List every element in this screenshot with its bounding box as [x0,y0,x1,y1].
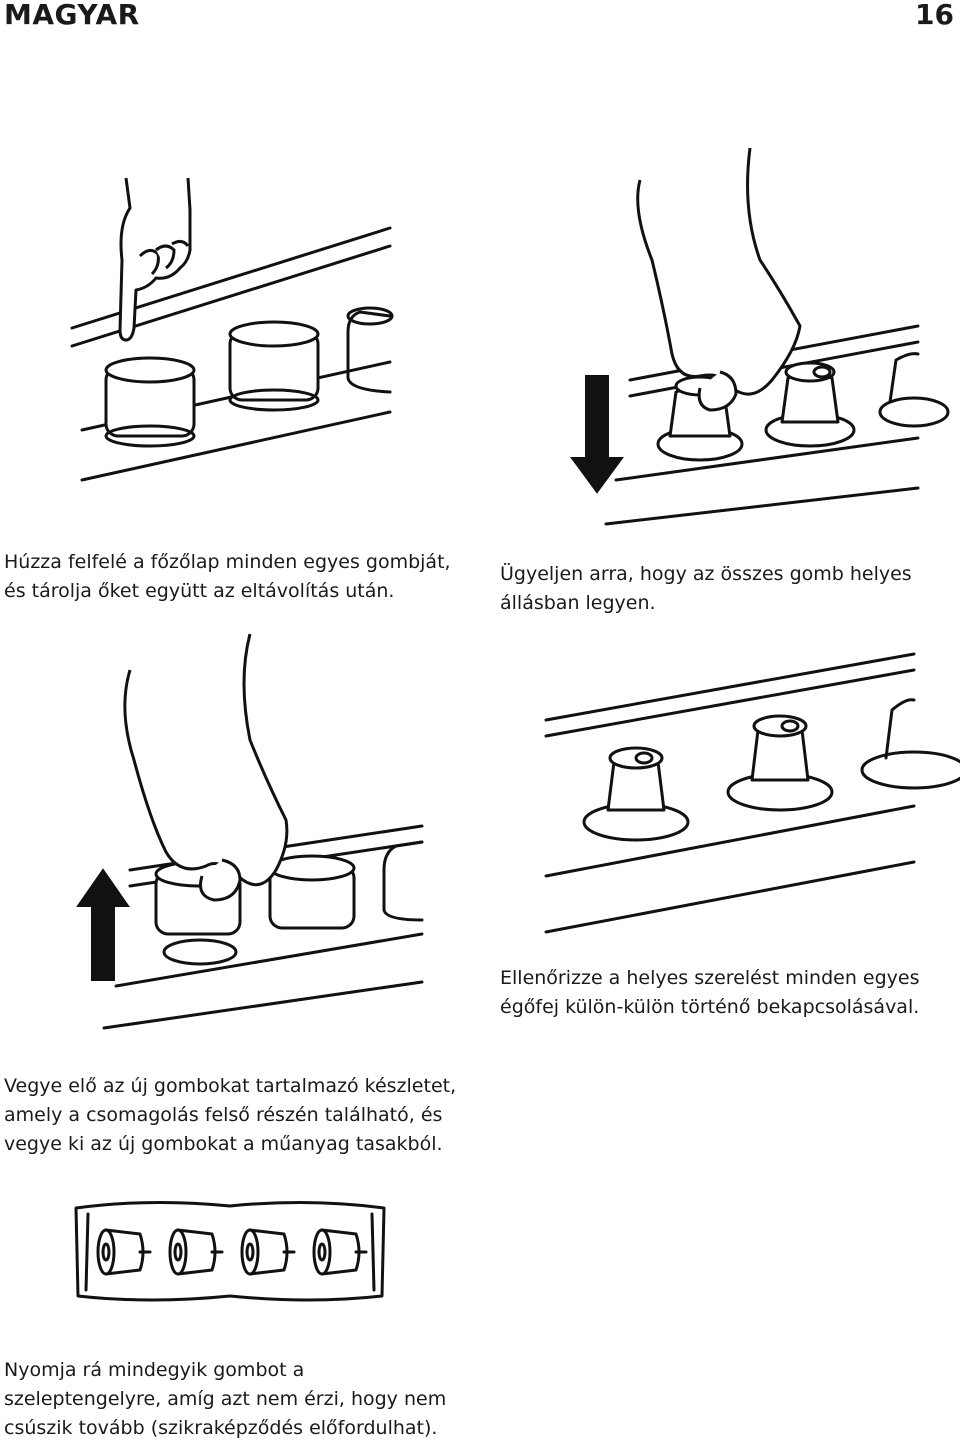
illustration-mounted-knobs [540,636,960,936]
knob-in-bag [170,1230,222,1274]
illustration-remove-knobs [60,170,460,530]
hand-pointing-icon [120,178,190,340]
caption-line: égőfej külön-külön történő bekapcsolásáv… [500,996,920,1018]
illustration-knob-bag [70,1196,390,1306]
illustration-knob-position [560,140,920,530]
caption-line: Vegye elő az új gombokat tartalmazó kész… [4,1075,457,1097]
caption-step-2: Ügyeljen arra, hogy az összes gomb helye… [500,560,912,618]
arrow-down-icon [572,376,622,492]
caption-step-5: Nyomja rá mindegyik gombot a szeleptenge… [4,1356,446,1443]
caption-line: csúszik tovább (szikraképződés előfordul… [4,1417,438,1439]
caption-step-4: Vegye elő az új gombokat tartalmazó kész… [4,1072,456,1159]
caption-line: Ellenőrizze a helyes szerelést minden eg… [500,967,920,989]
page-number: 16 [915,0,954,31]
arrow-up-icon [78,870,128,980]
caption-line: szeleptengelyre, amíg azt nem érzi, hogy… [4,1388,447,1410]
illustration-lift-knob [70,630,430,1030]
caption-line: Nyomja rá mindegyik gombot a [4,1359,305,1381]
caption-line: állásban legyen. [500,592,656,614]
caption-step-1: Húzza felfelé a főzőlap minden egyes gom… [4,548,451,606]
caption-line: és tárolja őket együtt az eltávolítás ut… [4,580,395,602]
caption-line: Ügyeljen arra, hogy az összes gomb helye… [500,563,912,585]
knob-in-bag [242,1230,294,1274]
caption-step-3: Ellenőrizze a helyes szerelést minden eg… [500,964,920,1022]
caption-line: amely a csomagolás felső részén találhat… [4,1104,443,1126]
knob-in-bag [314,1230,366,1274]
caption-line: vegye ki az új gombokat a műanyag tasakb… [4,1133,443,1155]
caption-line: Húzza felfelé a főzőlap minden egyes gom… [4,551,451,573]
knob-in-bag [98,1230,150,1274]
language-label: MAGYAR [4,0,140,31]
